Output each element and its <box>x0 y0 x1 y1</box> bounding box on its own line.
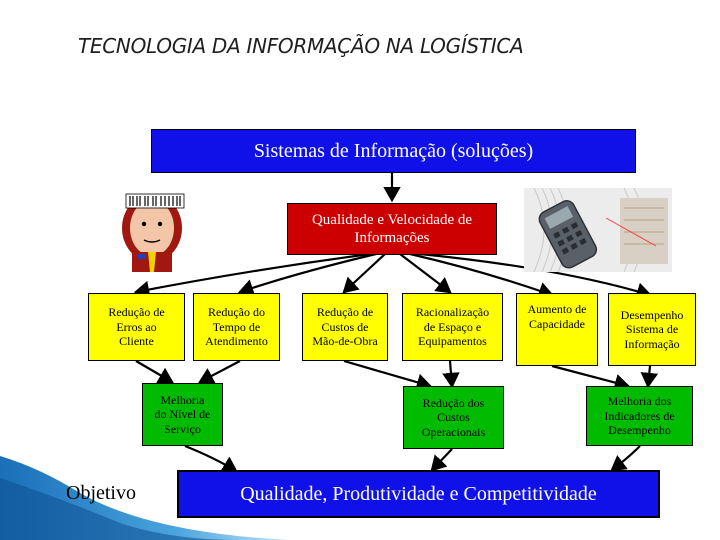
benefit-line: Erros ao <box>116 319 157 334</box>
result-line: Serviço <box>164 421 201 436</box>
benefit-line: Redução de <box>316 305 374 320</box>
result-box-performance-indicators: Melhoria dos Indicadores de Desempenho <box>586 386 693 446</box>
result-line: Melhoria dos <box>607 394 672 409</box>
benefit-line: Aumento de <box>527 302 587 316</box>
benefit-box-labor-cost: Redução de Custos de Mão-de-Obra <box>302 293 388 361</box>
benefit-line: Redução de <box>108 305 165 320</box>
benefit-line: Racionalização <box>415 305 490 320</box>
result-line: Operacionais <box>421 424 486 439</box>
information-systems-box: Sistemas de Informação (soluções) <box>151 129 636 173</box>
benefit-line: Sistema de <box>625 322 679 337</box>
quality-speed-box: Qualidade e Velocidade de Informações <box>287 203 497 255</box>
benefit-line: Tempo de <box>212 319 261 334</box>
result-line: Custos <box>437 410 470 425</box>
clerk-barcode-illustration <box>122 192 185 272</box>
benefit-line: Custos de <box>321 319 369 334</box>
benefit-box-capacity: Aumento de Capacidade <box>516 293 598 366</box>
result-box-service-level: Melhoria do Nível de Serviço <box>142 383 223 446</box>
objective-box: Qualidade, Produtividade e Competitivida… <box>177 470 660 518</box>
barcode-scanner-illustration <box>524 188 672 272</box>
objective-label: Objetivo <box>66 482 136 504</box>
benefit-line: Mão-de-Obra <box>312 334 378 349</box>
benefit-line: Informação <box>624 336 680 351</box>
result-line: Redução dos <box>422 395 485 410</box>
benefit-line: Desempenho <box>620 307 684 322</box>
benefit-box-error-reduction: Redução de Erros ao Cliente <box>88 293 185 361</box>
result-box-operational-costs: Redução dos Custos Operacionais <box>403 386 504 449</box>
benefit-line: Cliente <box>119 334 154 349</box>
result-line: Desempenho <box>608 423 671 438</box>
benefit-line: Atendimento <box>205 334 268 349</box>
result-line: Melhoria <box>160 392 205 407</box>
benefit-line: Redução do <box>208 305 265 320</box>
benefit-box-system-performance: Desempenho Sistema de Informação <box>608 293 696 366</box>
benefit-line: de Espaço e <box>423 319 482 334</box>
result-line: Indicadores de <box>604 408 675 423</box>
benefit-line: Equipamentos <box>418 334 487 349</box>
information-systems-label: Sistemas de Informação (soluções) <box>253 139 534 162</box>
quality-speed-line2: Informações <box>354 230 430 246</box>
decorative-wave <box>0 456 290 540</box>
benefit-box-service-time: Redução do Tempo de Atendimento <box>193 293 280 361</box>
benefit-box-space-rationalization: Racionalização de Espaço e Equipamentos <box>402 293 503 361</box>
objective-text: Qualidade, Produtividade e Competitivida… <box>240 482 597 505</box>
page-title: TECNOLOGIA DA INFORMAÇÃO NA LOGÍSTICA <box>78 34 524 58</box>
benefit-line: Capacidade <box>529 316 585 331</box>
result-line: do Nível de <box>154 407 211 422</box>
quality-speed-line1: Qualidade e Velocidade de <box>311 211 473 228</box>
